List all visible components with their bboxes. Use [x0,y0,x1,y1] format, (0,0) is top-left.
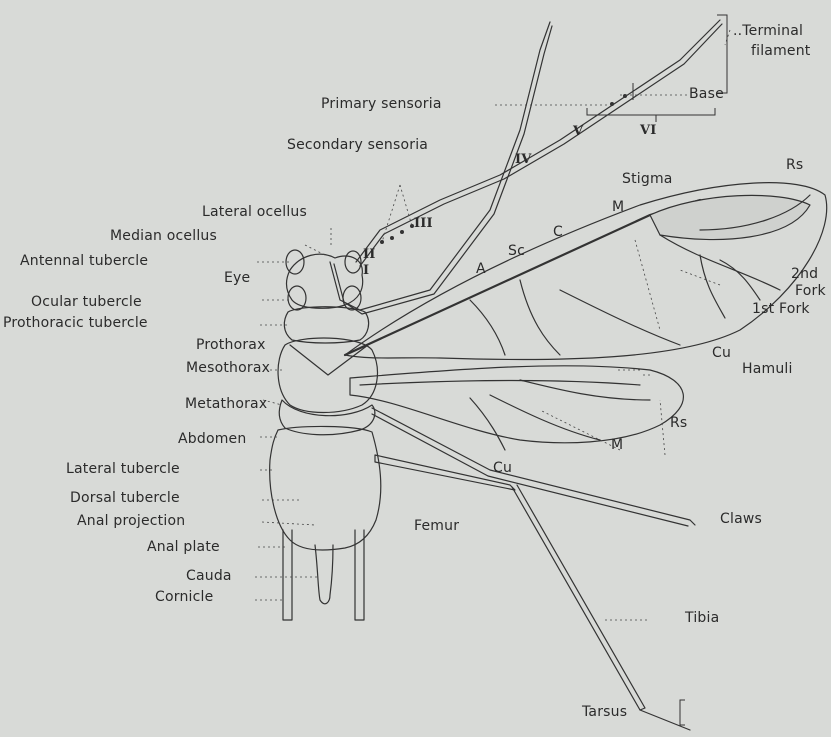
label-anal-plate: Anal plate [147,540,220,554]
label-base: Base [689,87,724,101]
label-segment-ii: II [363,248,376,261]
cauda [315,545,333,604]
label-tibia: Tibia [685,611,719,625]
hindwing-vein-main [360,380,640,385]
head [286,254,362,308]
label-metathorax: Metathorax [185,397,267,411]
label-stigma: Stigma [622,172,673,186]
hindwing-cu [470,398,505,450]
hindwing-m [490,395,600,440]
label-prothorax: Prothorax [196,338,266,352]
label-primary-sensoria: Primary sensoria [321,97,442,111]
mid-leg-b [372,414,688,526]
label-hamuli: Hamuli [742,362,793,376]
hind-tarsus [640,710,690,730]
label-second-fork-b: Fork [795,284,826,298]
forewing-m [660,235,780,290]
label-cauda: Cauda [186,569,232,583]
label-terminal-filament: ..Terminal [733,24,803,38]
label-ocular-tubercle: Ocular tubercle [31,295,142,309]
label-sc-vein: Sc [508,244,525,258]
label-second-fork-a: 2nd [791,267,818,281]
forewing-stigma [650,195,810,239]
label-segment-v: V [573,125,583,138]
label-anal-projection: Anal projection [77,514,185,528]
label-rs-hindwing: Rs [670,416,687,430]
forewing-m-fork [720,260,760,300]
label-median-ocellus: Median ocellus [110,229,217,243]
label-eye: Eye [224,271,250,285]
label-cu-forewing: Cu [712,346,731,360]
label-dorsal-tubercle: Dorsal tubercle [70,491,180,505]
label-a-vein: A [476,262,486,276]
forewing-cu2 [520,280,560,355]
label-m-forewing: M [612,200,624,214]
hindwing-rs [520,380,650,400]
label-m-hindwing: M [611,438,623,452]
label-segment-iv: IV [515,153,532,166]
label-segment-i: I [363,264,369,277]
label-terminal-filament-2: filament [751,44,811,58]
label-first-fork: 1st Fork [752,302,810,316]
label-secondary-sensoria: Secondary sensoria [287,138,428,152]
label-antennal-tubercle: Antennal tubercle [20,254,148,268]
label-cu-hindwing: Cu [493,461,512,475]
label-cornicle: Cornicle [155,590,213,604]
label-tarsus: Tarsus [582,705,627,719]
label-c-vein: C [553,225,563,239]
label-lateral-tubercle: Lateral tubercle [66,462,180,476]
hind-tibia [512,485,645,710]
label-segment-iii: III [414,217,433,230]
label-abdomen: Abdomen [178,432,246,446]
label-segment-vi: VI [640,124,657,137]
forewing-a [470,300,505,355]
label-lateral-ocellus: Lateral ocellus [202,205,307,219]
hindwing-outline [350,366,683,443]
left-cornicle [283,530,292,620]
label-claws: Claws [720,512,762,526]
forewing-cu [560,290,680,345]
label-mesothorax: Mesothorax [186,361,270,375]
mid-leg [372,408,695,525]
label-femur: Femur [414,519,459,533]
label-rs-forewing: Rs [786,158,803,172]
label-prothoracic-tubercle: Prothoracic tubercle [3,316,148,330]
